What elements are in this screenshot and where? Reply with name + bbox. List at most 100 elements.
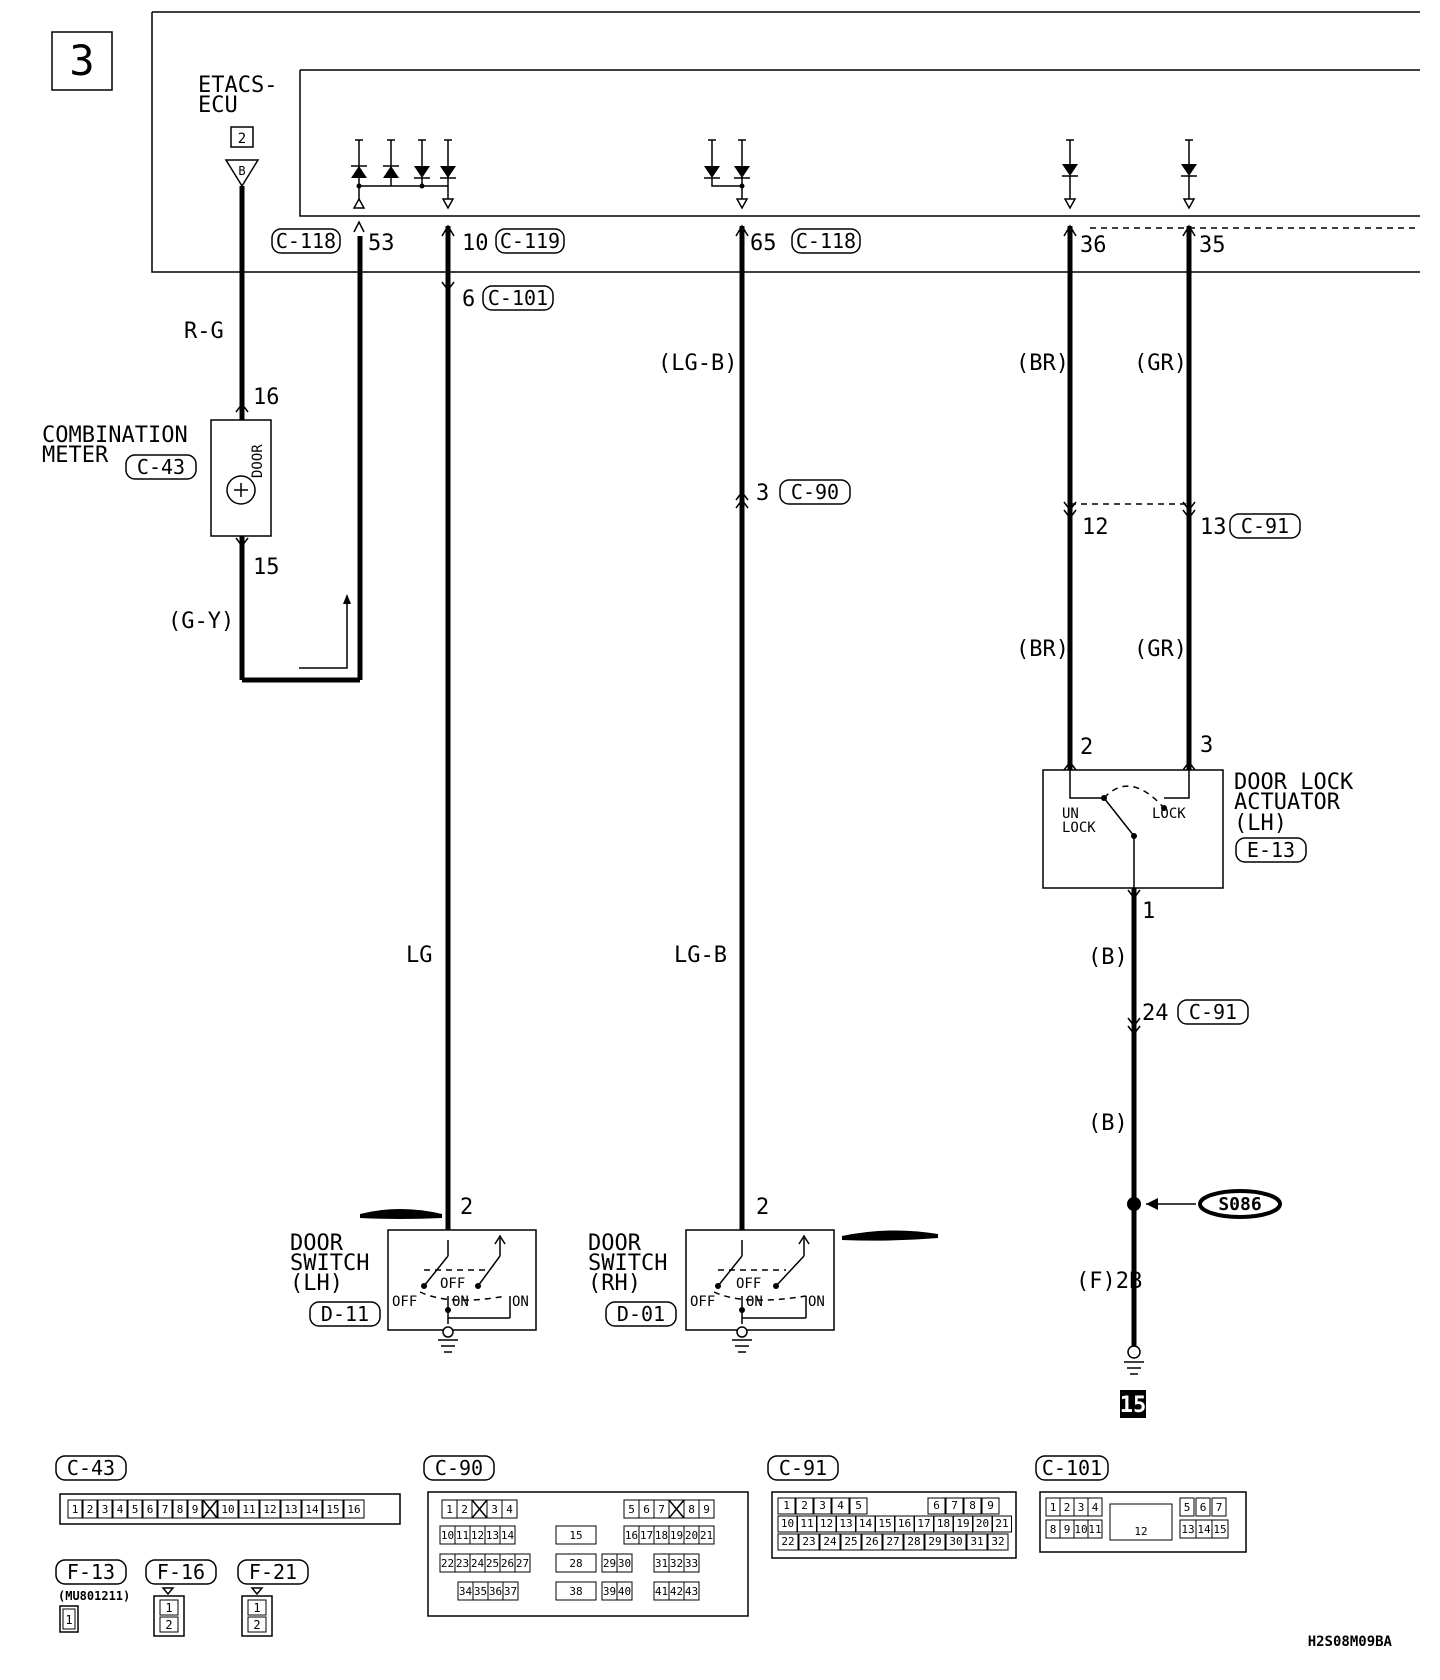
c91-cell [945, 1533, 967, 1551]
conn-c118-right-badge [791, 228, 861, 254]
c90-pin-label: 15 [569, 1529, 582, 1542]
c101-center-cell [1109, 1503, 1173, 1541]
door-switch-rh-box [685, 1229, 835, 1331]
wire-label-lg: LG [406, 943, 433, 968]
c43-cell [280, 1499, 302, 1519]
door-switch-lh-pin-2: 2 [460, 1195, 473, 1220]
c90-pin-label: 6 [643, 1503, 650, 1516]
conn-c91a: C-91 [1241, 514, 1289, 538]
c43-cell [157, 1499, 173, 1519]
c90-pin-label: 22 [441, 1557, 454, 1570]
c91-cell [819, 1533, 841, 1551]
conn-c91a-badge [1229, 513, 1301, 539]
c90-cell [698, 1525, 715, 1545]
combination-meter-title2: METER [42, 443, 109, 468]
door-indicator-lamp [226, 475, 256, 505]
c90-pin-label: 41 [655, 1585, 668, 1598]
c91-pin-label: 29 [928, 1535, 941, 1548]
c43-pin-label: 1 [72, 1503, 79, 1516]
c91-pin-label: 11 [800, 1517, 813, 1530]
c91-pin-label: 6 [933, 1499, 940, 1512]
c91-cell [927, 1497, 946, 1515]
wire-label-r-g: R-G [184, 319, 224, 344]
c91-cell [882, 1533, 904, 1551]
conn-d01-badge [605, 1301, 677, 1327]
diode-group-middle [704, 139, 750, 210]
lamp-filament-icon [234, 483, 248, 497]
c91-pin-label: 25 [844, 1535, 857, 1548]
c91-cell [924, 1533, 946, 1551]
c101-pin-label: 13 [1181, 1523, 1194, 1536]
splice-s086: S086 [1218, 1194, 1261, 1215]
actuator-title3: (LH) [1234, 811, 1287, 836]
f16-pin-2: 2 [165, 1618, 172, 1632]
wire-label-g-y: (G-Y) [168, 609, 234, 634]
c43-pin-label: 11 [242, 1503, 255, 1516]
c43-cell [82, 1499, 98, 1519]
door-switch-lh-off-left: OFF [392, 1294, 417, 1310]
conn-c118-left-badge [271, 228, 341, 254]
c43-pin-label: 7 [162, 1503, 169, 1516]
c90-cell [698, 1499, 715, 1519]
conn-e13: E-13 [1247, 838, 1295, 862]
c101-pin-label: 3 [1078, 1501, 1085, 1514]
f21-latch [250, 1587, 264, 1596]
c91-cell [777, 1497, 796, 1515]
c90-pin-label: 29 [603, 1557, 616, 1570]
door-switch-lh-on-right: ON [512, 1294, 529, 1310]
actuator-unlock-2: LOCK [1062, 820, 1096, 836]
etacs-name-line1: ETACS- [198, 73, 277, 98]
c43-pin-label: 4 [117, 1503, 124, 1516]
c43-cell [187, 1499, 203, 1519]
pin-13: 13 [1200, 515, 1227, 540]
c90-pin-label: 23 [456, 1557, 469, 1570]
c91-pin-label: 31 [970, 1535, 983, 1548]
c101-cell [1087, 1497, 1103, 1517]
actuator-pin-3: 3 [1200, 733, 1213, 758]
actuator-title2: ACTUATOR [1234, 790, 1341, 815]
conn-c43-badge [125, 454, 197, 480]
c90-pin-label: 14 [501, 1529, 515, 1542]
conn-e13-badge [1235, 837, 1307, 863]
c90-pin-label: 36 [489, 1585, 502, 1598]
c90-pin-label: 43 [685, 1585, 698, 1598]
c43-cell [142, 1499, 158, 1519]
c91-pin-label: 21 [995, 1517, 1008, 1530]
c43-pin-label: 10 [221, 1503, 234, 1516]
figure-code: H2S08M09BA [1308, 1634, 1393, 1650]
ground-icon-rh [732, 1326, 752, 1353]
conn-c91b-badge [1177, 999, 1249, 1025]
c90-pin-label: 40 [618, 1585, 631, 1598]
wire-label-br-1: (BR) [1016, 351, 1069, 376]
c101-cell [1211, 1519, 1229, 1539]
c91-pin-label: 13 [839, 1517, 852, 1530]
c90-pin-label: 32 [670, 1557, 683, 1570]
c91-pin-label: 17 [917, 1517, 930, 1530]
ground-ref-box [1120, 1390, 1146, 1418]
c91-pin-label: 15 [878, 1517, 891, 1530]
c91-cell [963, 1497, 982, 1515]
etacs-name-line2: ECU [198, 93, 238, 118]
c101-pin-label: 14 [1197, 1523, 1211, 1536]
c90-pin-label: 30 [618, 1557, 631, 1570]
c90-pin-label: 9 [703, 1503, 710, 1516]
c90-pin-label: 24 [471, 1557, 485, 1570]
c90-cell [555, 1525, 597, 1545]
c90-pin-label: 7 [658, 1503, 665, 1516]
c90-pin-label: 8 [688, 1503, 695, 1516]
conn-c119-badge [495, 228, 565, 254]
c90-pin-label: 19 [670, 1529, 683, 1542]
conn-c101-badge [482, 285, 554, 311]
door-switch-rh-contacts [713, 1230, 938, 1324]
f13-view-badge [55, 1559, 127, 1585]
c43-pin-label: 2 [87, 1503, 94, 1516]
c91-pin-label: 20 [976, 1517, 989, 1530]
c101-pin-label: 11 [1088, 1523, 1101, 1536]
door-switch-lh-box [387, 1229, 537, 1331]
f21-view-title: F-21 [249, 1560, 297, 1584]
ground-icon-lh [438, 1326, 458, 1353]
f16-view-title: F-16 [157, 1560, 205, 1584]
c91-pin-label: 24 [823, 1535, 837, 1548]
c91-pin-label: 4 [837, 1499, 844, 1512]
